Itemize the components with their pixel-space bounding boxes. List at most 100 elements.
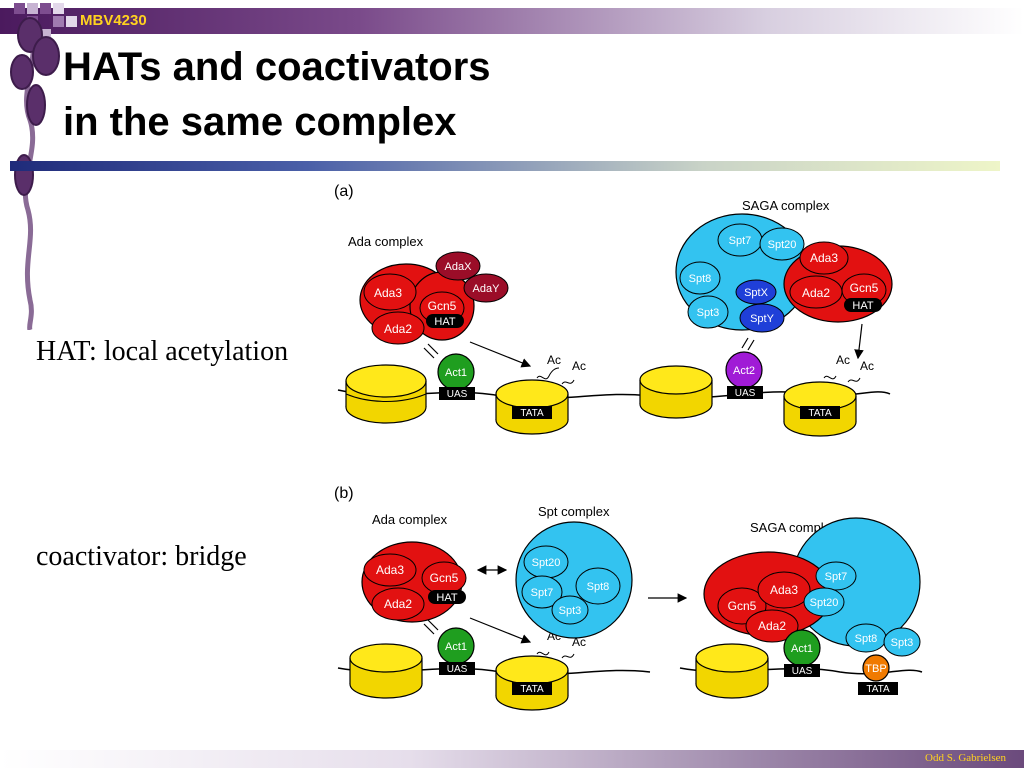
hat-text: HAT bbox=[436, 592, 457, 604]
title-line-2: in the same complex bbox=[63, 100, 457, 144]
tata-box bbox=[800, 406, 840, 419]
panel-a-saga-title: SAGA complex bbox=[742, 198, 830, 213]
panel-b-saga-title: SAGA complex bbox=[750, 520, 838, 535]
title-rule bbox=[10, 161, 1000, 171]
acetyl-tail bbox=[536, 651, 550, 656]
ada3-text: Ada3 bbox=[374, 286, 402, 300]
page-title: HATs and coactivators in the same comple… bbox=[63, 40, 491, 150]
leaf-icon bbox=[32, 36, 60, 76]
uas-box bbox=[727, 386, 763, 399]
header-bar bbox=[0, 8, 1024, 34]
acetyl-tail bbox=[536, 367, 560, 380]
complex-figure: (a) Ada complex SAGA complex Act1 UAS TA… bbox=[334, 183, 923, 711]
checker-square bbox=[27, 3, 38, 14]
panel-b-spt-title: Spt complex bbox=[538, 504, 610, 519]
nucleosome bbox=[345, 364, 427, 424]
tbp-text: TBP bbox=[865, 663, 886, 675]
tbp-protein bbox=[862, 654, 890, 682]
interaction-mark bbox=[423, 619, 439, 635]
leaf-icon bbox=[10, 54, 34, 90]
ada3-text: Ada3 bbox=[770, 583, 798, 597]
checker-square bbox=[53, 16, 64, 27]
act1-text: Act1 bbox=[445, 367, 467, 379]
acetyl-tail bbox=[847, 377, 861, 383]
coactivator-label: coactivator: bridge bbox=[36, 541, 247, 572]
act2-text: Act2 bbox=[733, 365, 755, 377]
course-code: MBV4230 bbox=[80, 12, 147, 29]
uas-text: UAS bbox=[447, 664, 468, 675]
interaction-mark bbox=[423, 343, 439, 359]
hat-box bbox=[426, 314, 464, 328]
hat-text: HAT bbox=[852, 300, 873, 312]
sptx-text: SptX bbox=[744, 287, 769, 299]
spty-text: SptY bbox=[750, 313, 775, 325]
acetyl-tail bbox=[561, 379, 575, 385]
uas-box bbox=[439, 387, 475, 400]
uas-box bbox=[439, 662, 475, 675]
spt7-text: Spt7 bbox=[825, 571, 848, 583]
tata-text: TATA bbox=[808, 408, 832, 419]
hat-box bbox=[844, 298, 882, 312]
interaction-mark bbox=[741, 337, 755, 351]
aday-protein bbox=[463, 273, 509, 303]
spt8-text: Spt8 bbox=[855, 633, 878, 645]
spt3-text: Spt3 bbox=[697, 307, 720, 319]
hat-label: HAT: local acetylation bbox=[36, 336, 289, 367]
gcn5-text: Gcn5 bbox=[728, 599, 757, 613]
act1-text: Act1 bbox=[445, 641, 467, 653]
author-name: Odd S. Gabrielsen bbox=[925, 752, 1006, 764]
tata-box bbox=[858, 682, 898, 695]
ada2-text: Ada2 bbox=[802, 286, 830, 300]
spt7-text: Spt7 bbox=[729, 235, 752, 247]
ada3-text: Ada3 bbox=[376, 563, 404, 577]
nucleosome bbox=[695, 643, 769, 699]
acetyl-tail bbox=[823, 375, 837, 380]
spt3-text: Spt3 bbox=[891, 637, 914, 649]
act1-text: Act1 bbox=[791, 643, 813, 655]
tata-box bbox=[512, 406, 552, 419]
adax-protein bbox=[435, 251, 481, 281]
checker-square bbox=[66, 16, 77, 27]
panel-a-ada-title: Ada complex bbox=[348, 234, 424, 249]
gcn5-text: Gcn5 bbox=[850, 281, 879, 295]
spt7-text: Spt7 bbox=[531, 587, 554, 599]
nucleosome bbox=[349, 643, 423, 699]
tata-text: TATA bbox=[520, 408, 544, 419]
checker-square bbox=[40, 29, 51, 40]
tata-box bbox=[512, 682, 552, 695]
ada2-text: Ada2 bbox=[384, 597, 412, 611]
spt3-text: Spt3 bbox=[559, 605, 582, 617]
ac-label: Ac bbox=[572, 359, 586, 373]
hat-box bbox=[428, 590, 466, 604]
panel-b-ada-title: Ada complex bbox=[372, 512, 448, 527]
tata-text: TATA bbox=[520, 684, 544, 695]
footer-bar bbox=[0, 750, 1024, 768]
uas-text: UAS bbox=[735, 388, 756, 399]
spt20-text: Spt20 bbox=[810, 597, 839, 609]
ac-label: Ac bbox=[547, 353, 561, 367]
spt20-text: Spt20 bbox=[768, 239, 797, 251]
panel-a-label: (a) bbox=[334, 183, 354, 200]
nucleosome bbox=[639, 365, 713, 419]
arrow bbox=[854, 323, 864, 360]
gcn5-text: Gcn5 bbox=[430, 571, 459, 585]
adax-text: AdaX bbox=[445, 261, 473, 273]
uas-box bbox=[784, 664, 820, 677]
uas-text: UAS bbox=[447, 389, 468, 400]
ada2-text: Ada2 bbox=[384, 322, 412, 336]
ada2-text: Ada2 bbox=[758, 619, 786, 633]
acetyl-tail bbox=[561, 653, 575, 659]
spt8-text: Spt8 bbox=[587, 581, 610, 593]
spt8-text: Spt8 bbox=[689, 273, 712, 285]
uas-text: UAS bbox=[792, 666, 813, 677]
ac-label: Ac bbox=[836, 353, 850, 367]
leaf-icon bbox=[26, 84, 46, 126]
checker-square bbox=[40, 3, 51, 14]
ac-label: Ac bbox=[860, 359, 874, 373]
gcn5-text: Gcn5 bbox=[428, 299, 457, 313]
aday-text: AdaY bbox=[473, 283, 501, 295]
tata-text: TATA bbox=[866, 684, 890, 695]
spt20-text: Spt20 bbox=[532, 557, 561, 569]
checker-square bbox=[53, 3, 64, 14]
hat-text: HAT bbox=[434, 316, 455, 328]
